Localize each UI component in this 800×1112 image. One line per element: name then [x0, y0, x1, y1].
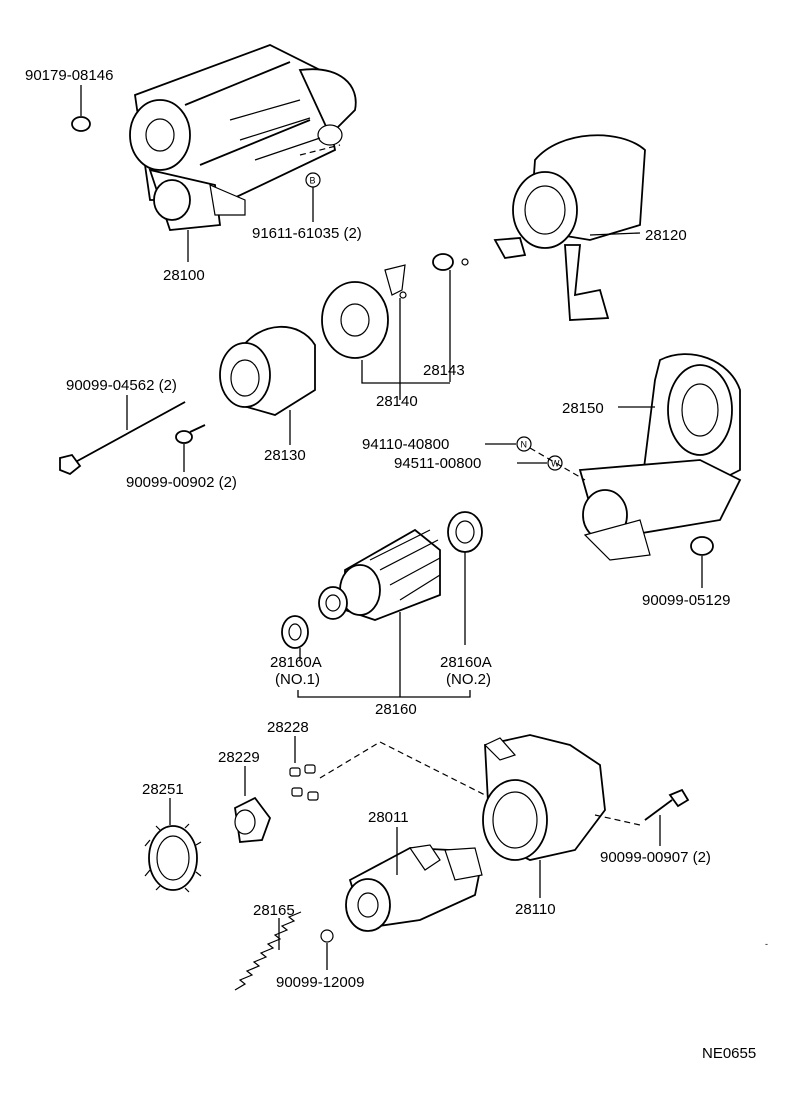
spring-28165	[234, 911, 302, 991]
label-28228: 28228	[267, 719, 309, 736]
nut-90179-08146	[71, 85, 91, 132]
nut-94110-40800: N	[485, 436, 532, 452]
svg-text:-: -	[765, 939, 768, 949]
label-90099-04562: 90099-04562 (2)	[66, 377, 177, 394]
end-frame-28130	[219, 325, 316, 445]
label-28140: 28140	[376, 393, 418, 410]
label-90179-08146: 90179-08146	[25, 67, 113, 84]
starter-assembly-28100	[129, 44, 357, 231]
label-28160A-no2-qualifier: (NO.2)	[446, 671, 491, 688]
label-28160A-no1-qualifier: (NO.1)	[275, 671, 320, 688]
label-28165: 28165	[253, 902, 295, 919]
armature-28160	[318, 511, 483, 645]
label-28150: 28150	[562, 400, 604, 417]
callout-w: W	[551, 459, 560, 469]
bearing-28160A-no1	[281, 615, 309, 660]
through-bolt-90099-04562	[59, 395, 186, 476]
label-90099-00907: 90099-00907 (2)	[600, 849, 711, 866]
label-28130: 28130	[264, 447, 306, 464]
field-frame-28120	[493, 134, 646, 321]
callout-n: N	[521, 440, 528, 450]
label-28011: 28011	[368, 809, 409, 826]
nut-90099-05129	[690, 536, 714, 588]
label-90099-00902: 90099-00902 (2)	[126, 474, 237, 491]
label-28251: 28251	[142, 781, 184, 798]
label-28160: 28160	[375, 701, 417, 718]
housing-28110	[482, 734, 606, 898]
washer-94511-00800: W	[517, 447, 586, 481]
label-90099-05129: 90099-05129	[642, 592, 730, 609]
bolt-90099-00907	[594, 788, 690, 846]
ball-28228	[289, 736, 319, 801]
label-28120: 28120	[645, 227, 687, 244]
brush-holder-28140	[321, 264, 450, 400]
label-28160A-no1: 28160A	[270, 654, 322, 671]
gear-28251	[144, 798, 202, 893]
label-90099-12009: 90099-12009	[276, 974, 364, 991]
label-94511-00800: 94511-00800	[394, 455, 481, 472]
bolt-91611-61035: B	[299, 144, 341, 222]
brush-28143	[432, 253, 469, 382]
label-28100: 28100	[163, 267, 205, 284]
callout-b: B	[310, 176, 316, 186]
label-94110-40800: 94110-40800	[362, 436, 449, 453]
label-28110: 28110	[515, 901, 556, 918]
label-28160A-no2: 28160A	[440, 654, 492, 671]
ball-90099-12009	[320, 929, 334, 970]
label-28229: 28229	[218, 749, 260, 766]
label-91611-61035: 91611-61035 (2)	[252, 225, 362, 242]
retainer-28229	[234, 766, 272, 843]
label-28143: 28143	[423, 362, 465, 379]
magnetic-switch-28150	[578, 353, 742, 561]
screw-90099-00902	[175, 424, 206, 472]
clutch-28011	[345, 827, 483, 932]
reference-code: NE0655	[702, 1045, 756, 1062]
